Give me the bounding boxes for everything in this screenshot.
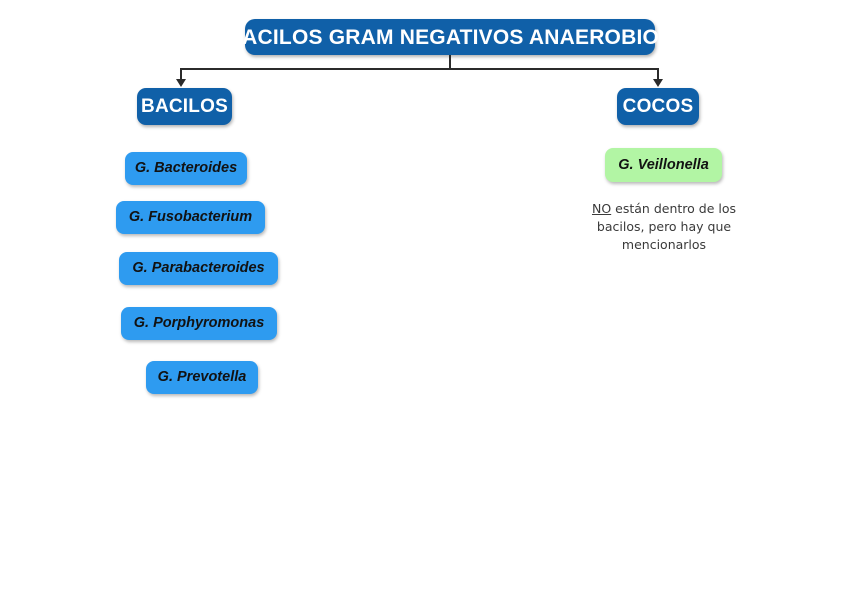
genus-node-prevotella-label: G. Prevotella <box>157 369 247 386</box>
genus-node-prevotella[interactable]: G. Prevotella <box>146 361 258 394</box>
root-node-bacilos-gram-negativos-anaerobios[interactable]: BACILOS GRAM NEGATIVOS ANAEROBIOS <box>227 19 673 55</box>
genus-node-veillonella-label: G. Veillonella <box>618 156 709 173</box>
genus-node-fusobacterium-label: G. Fusobacterium <box>128 209 253 226</box>
genus-node-parabacteroides[interactable]: G. Parabacteroides <box>119 252 278 285</box>
genus-node-bacteroides-label: G. Bacteroides <box>134 160 238 177</box>
cocos-note-emphasis: NO <box>591 201 612 216</box>
branch-node-bacilos-label: BACILOS <box>141 96 228 117</box>
genus-node-bacteroides[interactable]: G. Bacteroides <box>125 152 247 185</box>
genus-node-porphyromonas[interactable]: G. Porphyromonas <box>121 307 277 340</box>
cocos-note-text: están dentro de los bacilos, pero hay qu… <box>596 201 736 253</box>
branch-node-cocos-label: COCOS <box>622 96 694 117</box>
connector-drop-left <box>180 68 182 81</box>
connector-horizontal-bar <box>181 68 659 70</box>
branch-node-cocos[interactable]: COCOS <box>617 88 699 125</box>
genus-node-fusobacterium[interactable]: G. Fusobacterium <box>116 201 265 234</box>
connector-drop-right <box>657 68 659 81</box>
root-node-label: BACILOS GRAM NEGATIVOS ANAEROBIOS <box>226 25 674 49</box>
branch-node-bacilos[interactable]: BACILOS <box>137 88 232 125</box>
genus-node-parabacteroides-label: G. Parabacteroides <box>132 260 265 277</box>
arrowhead-right-icon <box>653 79 663 87</box>
cocos-note: NO están dentro de los bacilos, pero hay… <box>583 200 745 254</box>
arrowhead-left-icon <box>176 79 186 87</box>
genus-node-veillonella[interactable]: G. Veillonella <box>605 148 722 182</box>
connector-root-stub <box>449 55 451 69</box>
genus-node-porphyromonas-label: G. Porphyromonas <box>133 315 265 332</box>
